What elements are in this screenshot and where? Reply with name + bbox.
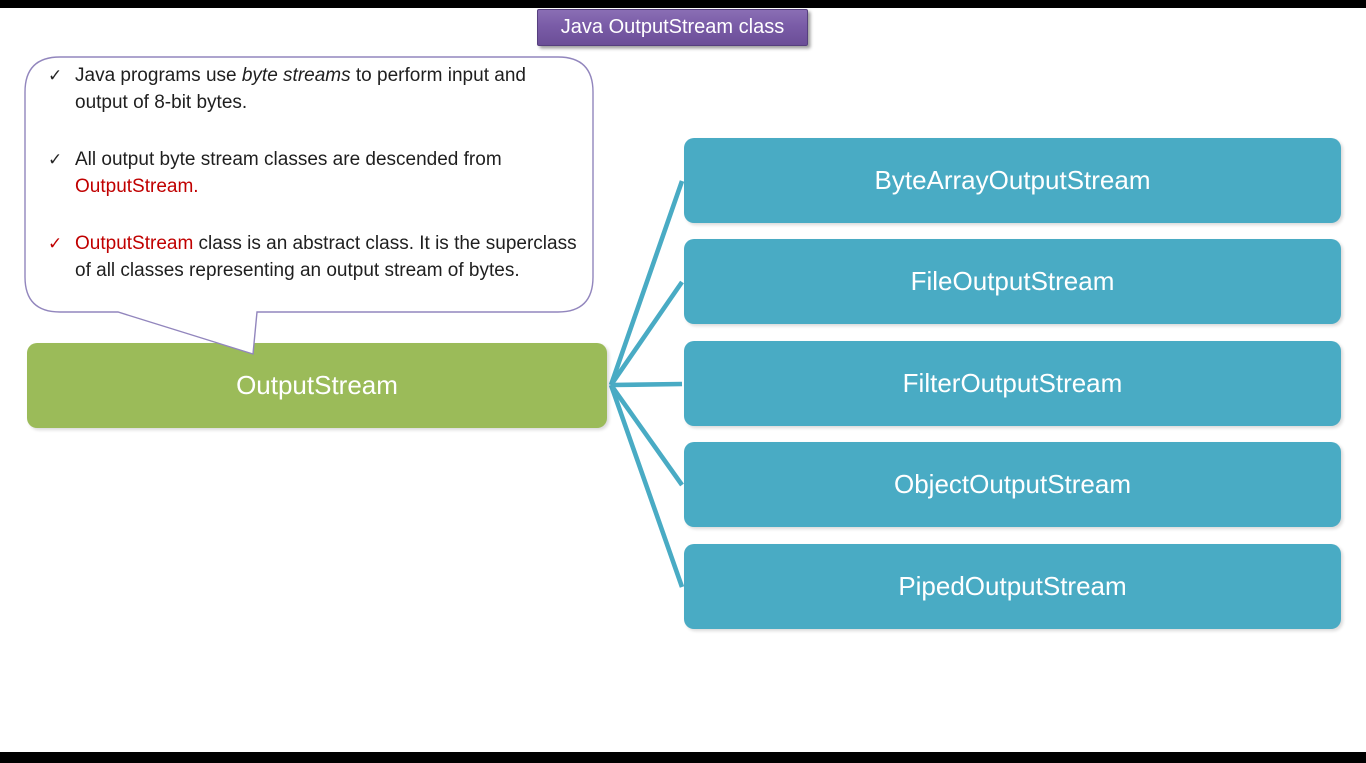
connector-line-object [609, 383, 684, 487]
child-node-pipedoutputstream: PipedOutputStream [684, 544, 1341, 629]
child-node-filteroutputstream: FilterOutputStream [684, 341, 1341, 426]
connector-line-piped [608, 384, 685, 588]
child-node-label: ObjectOutputStream [894, 469, 1131, 499]
title-banner-label: Java OutputStream class [560, 16, 785, 38]
check-icon: ✓ [48, 234, 63, 253]
parent-node-label: OutputStream [236, 370, 398, 400]
child-node-fileoutputstream: FileOutputStream [684, 239, 1341, 324]
bullet-text: OutputStream class is an abstract class.… [75, 233, 577, 281]
callout-content: ✓ Java programs use byte streams to perfo… [48, 62, 582, 284]
top-letterbox-bar [0, 0, 1366, 8]
connector-line-bytearray [608, 180, 685, 386]
check-icon: ✓ [48, 150, 63, 169]
child-node-label: PipedOutputStream [898, 571, 1127, 601]
parent-node-outputstream: OutputStream [27, 343, 607, 428]
bullet-text: Java programs use byte streams to perfor… [75, 65, 526, 113]
callout-bullet: ✓ Java programs use byte streams to perfo… [48, 62, 582, 116]
callout-bullet: ✓ OutputStream class is an abstract class… [48, 230, 582, 284]
child-node-bytearrayoutputstream: ByteArrayOutputStream [684, 138, 1341, 223]
callout-bullet: ✓ All output byte stream classes are desc… [48, 146, 582, 200]
bottom-letterbox-bar [0, 752, 1366, 763]
check-icon: ✓ [48, 66, 63, 85]
child-node-objectoutputstream: ObjectOutputStream [684, 442, 1341, 527]
connector-line-file [609, 280, 684, 387]
connector-line-filter [610, 381, 683, 388]
child-node-label: FileOutputStream [910, 266, 1115, 296]
child-node-label: ByteArrayOutputStream [874, 165, 1151, 195]
child-node-label: FilterOutputStream [902, 368, 1123, 398]
bullet-text: All output byte stream classes are desce… [75, 149, 502, 197]
title-banner: Java OutputStream class [537, 9, 808, 46]
